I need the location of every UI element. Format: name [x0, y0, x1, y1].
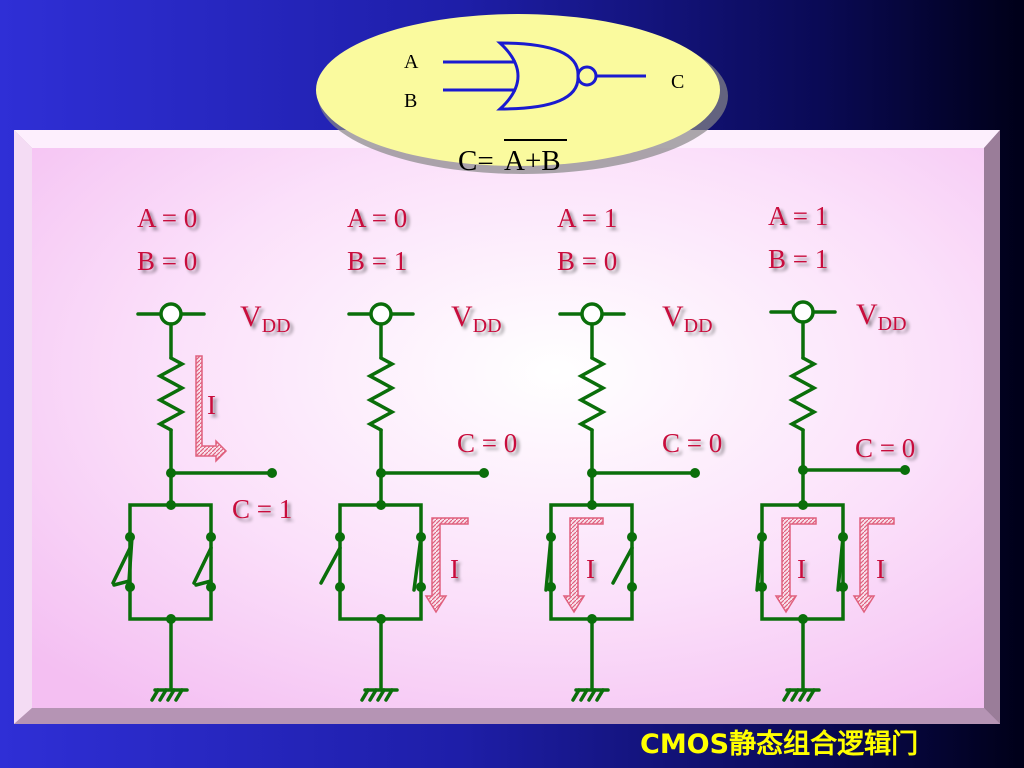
switch-b-open: [194, 579, 213, 587]
nor-gate-body: [496, 41, 580, 111]
switch-b-closed: [836, 535, 845, 592]
input-b-state: B = 0: [557, 246, 617, 276]
current-label: I: [207, 390, 216, 420]
input-b-state: B = 1: [347, 246, 407, 276]
nor-gate-symbol-callout: A B C C= A+B: [316, 14, 728, 177]
circuit-labels: A = 0 B = 0 VDD C = 1 I A = 0 B = 1 VDD …: [137, 201, 915, 584]
switch-a-open: [319, 546, 342, 585]
input-b-state: B = 0: [137, 246, 197, 276]
equation-prefix: C=: [458, 145, 494, 177]
equation-overlined-term: A+B: [504, 145, 561, 177]
input-a-state: A = 1: [768, 201, 828, 231]
circuit-panel: [14, 130, 1000, 724]
boolean-equation: C= A+B: [458, 139, 567, 177]
gate-input-b-label: B: [404, 90, 417, 112]
current-arrow-icon: [195, 355, 228, 463]
output-state: C = 0: [662, 428, 722, 458]
current-arrow-icon: [562, 517, 604, 614]
input-a-state: A = 0: [137, 203, 197, 233]
current-label: I: [876, 554, 885, 584]
output-state: C = 0: [457, 428, 517, 458]
circuit-a0-b1: [319, 302, 489, 702]
circuit-a1-b0: [544, 302, 700, 702]
vdd-label: VDD: [856, 298, 907, 335]
output-state: C = 0: [855, 433, 915, 463]
vdd-label: VDD: [662, 300, 713, 337]
pullup-resistor: [788, 356, 818, 432]
pullup-resistor: [366, 356, 396, 432]
input-a-state: A = 0: [347, 203, 407, 233]
gate-output-label: C: [671, 71, 684, 93]
circuit-a0-b0: [111, 302, 277, 702]
pullup-resistor: [577, 356, 607, 432]
current-arrow-icon: [852, 517, 895, 614]
current-arrow-icon: [424, 517, 469, 614]
vdd-label: VDD: [451, 300, 502, 337]
switch-b-open: [611, 546, 634, 585]
current-arrow-icon: [774, 517, 817, 614]
pullup-resistor: [156, 356, 186, 432]
switch-b-closed: [412, 535, 423, 592]
switch-a-closed: [755, 535, 764, 592]
output-state: C = 1: [232, 494, 292, 524]
input-a-state: A = 1: [557, 203, 617, 233]
current-label: I: [450, 554, 459, 584]
current-label: I: [586, 554, 595, 584]
circuit-a1-b1: [755, 300, 910, 702]
switch-a-closed: [544, 535, 553, 592]
vdd-label: VDD: [240, 300, 291, 337]
switch-a-open: [112, 579, 131, 587]
current-label: I: [797, 554, 806, 584]
slide-title: CMOS静态组合逻辑门: [640, 729, 919, 760]
input-b-state: B = 1: [768, 244, 828, 274]
gate-input-a-label: A: [404, 51, 419, 73]
